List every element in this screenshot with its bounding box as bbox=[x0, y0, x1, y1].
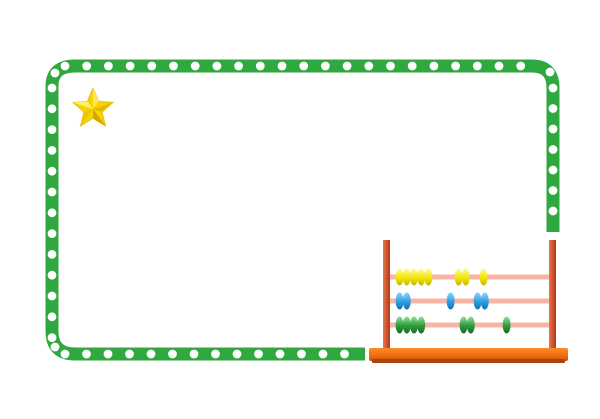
frame-dot bbox=[146, 349, 156, 359]
frame-dot bbox=[47, 166, 57, 176]
frame-dots bbox=[47, 61, 558, 359]
frame-dot bbox=[103, 349, 113, 359]
abacus-bead-green bbox=[402, 316, 411, 334]
frame-dot bbox=[47, 229, 57, 239]
abacus-bead-yellow bbox=[454, 268, 463, 286]
abacus-bead-blue bbox=[480, 292, 489, 310]
frame-dot bbox=[104, 61, 113, 71]
frame-dot bbox=[548, 83, 558, 93]
frame-dot bbox=[47, 270, 57, 280]
dotted-frame bbox=[45, 59, 560, 361]
frame-dot bbox=[125, 61, 135, 71]
abacus-bead-yellow bbox=[410, 268, 418, 286]
abacus-base-shadow bbox=[372, 359, 565, 363]
abacus-icon bbox=[369, 240, 568, 363]
frame-dot bbox=[232, 349, 242, 359]
frame-dot bbox=[50, 68, 60, 78]
frame-dot bbox=[60, 349, 70, 359]
frame-dot bbox=[47, 333, 57, 342]
abacus-bead-yellow bbox=[424, 268, 433, 286]
abacus-bead-green bbox=[395, 316, 404, 334]
abacus-bead-green bbox=[466, 316, 475, 334]
abacus-bead-yellow bbox=[417, 268, 426, 286]
abacus-bead-green bbox=[459, 316, 468, 334]
frame-dot bbox=[318, 349, 328, 359]
frame-dot bbox=[254, 349, 263, 359]
abacus-beads bbox=[395, 268, 511, 334]
frame-dot bbox=[548, 104, 558, 113]
frame-dot bbox=[277, 61, 287, 71]
abacus-left-post bbox=[383, 240, 390, 352]
abacus-bead-green bbox=[410, 316, 418, 334]
frame-dot bbox=[297, 349, 306, 359]
frame-dot bbox=[50, 342, 60, 352]
frame-dot bbox=[548, 186, 558, 195]
frame-dot bbox=[190, 61, 200, 71]
frame-dot bbox=[364, 61, 374, 71]
frame-dot bbox=[299, 61, 309, 71]
frame-dot bbox=[47, 312, 57, 322]
frame-dot bbox=[125, 349, 134, 359]
frame-dot bbox=[548, 165, 558, 175]
frame-dot bbox=[189, 349, 199, 359]
frame-dot bbox=[47, 187, 57, 197]
frame-border bbox=[45, 59, 560, 361]
frame-dot bbox=[407, 61, 417, 71]
abacus-bead-blue bbox=[395, 292, 404, 310]
abacus-rod bbox=[388, 274, 552, 280]
frame-dot bbox=[47, 83, 57, 93]
frame-dot bbox=[60, 61, 70, 71]
abacus-bead-green bbox=[417, 316, 426, 334]
frame-dot bbox=[47, 208, 57, 218]
abacus-bead-yellow bbox=[461, 268, 470, 286]
abacus-rod bbox=[388, 298, 552, 304]
frame-dot bbox=[47, 291, 57, 301]
frame-dot bbox=[169, 61, 178, 71]
frame-dot bbox=[255, 61, 265, 71]
frame-dot bbox=[545, 67, 555, 77]
frame-dot bbox=[386, 61, 395, 71]
frame-dot bbox=[548, 145, 558, 154]
frame-dot bbox=[47, 125, 57, 134]
abacus-bead-blue bbox=[473, 292, 482, 310]
frame-dot bbox=[548, 206, 558, 216]
frame-dot bbox=[82, 61, 92, 71]
abacus-bead-green bbox=[502, 316, 511, 334]
abacus-bead-yellow bbox=[402, 268, 411, 286]
frame-dot bbox=[429, 61, 439, 71]
frame-dot bbox=[234, 61, 244, 71]
abacus-right-post bbox=[549, 240, 556, 352]
frame-dot bbox=[211, 349, 220, 359]
frame-dot bbox=[47, 146, 57, 155]
frame-dot bbox=[548, 124, 558, 134]
star-icon bbox=[72, 86, 114, 127]
frame-dot bbox=[340, 349, 349, 359]
frame-dot bbox=[47, 104, 57, 114]
frame-dot bbox=[472, 61, 482, 71]
frame-dot bbox=[147, 61, 157, 71]
abacus-bead-blue bbox=[402, 292, 411, 310]
frame-dot bbox=[212, 61, 222, 71]
frame-dot bbox=[275, 349, 285, 359]
frame-dot bbox=[168, 349, 177, 359]
abacus-bead-yellow bbox=[395, 268, 404, 286]
frame-dot bbox=[82, 349, 91, 359]
frame-dot bbox=[516, 61, 526, 71]
abacus-base bbox=[369, 348, 568, 361]
frame-dot bbox=[342, 61, 352, 71]
frame-dot bbox=[47, 250, 57, 259]
abacus-bead-yellow bbox=[479, 268, 488, 286]
frame-dot bbox=[451, 61, 460, 71]
frame-dot bbox=[494, 61, 504, 71]
frame-dot bbox=[321, 61, 330, 71]
abacus-bead-blue bbox=[446, 292, 455, 310]
